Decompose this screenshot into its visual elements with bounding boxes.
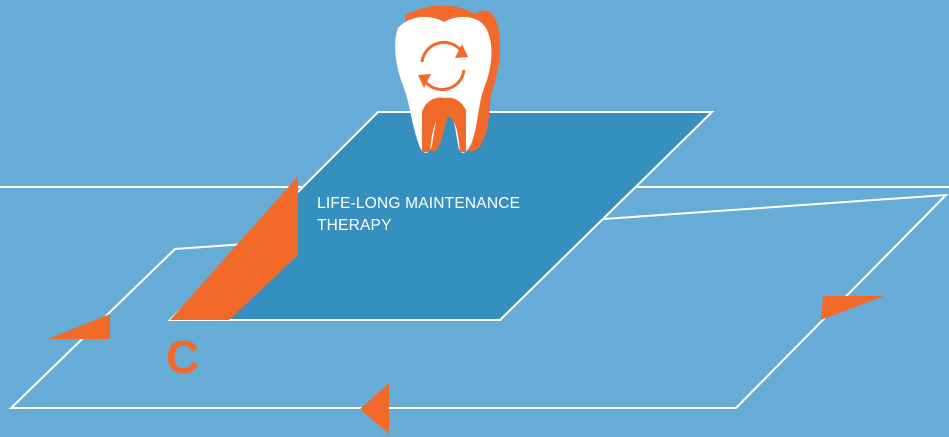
platform-side-wall: [170, 176, 298, 320]
step-label: LIFE-LONG MAINTENANCE THERAPY: [317, 193, 607, 237]
tooth-maintenance-icon: [395, 5, 500, 153]
step-label-line-1: LIFE-LONG MAINTENANCE: [317, 195, 521, 212]
outer-cycle-parallelogram: [8, 193, 949, 409]
arrow-bottom-icon: [360, 383, 389, 434]
step-letter: C: [166, 331, 200, 383]
arrow-left-icon: [48, 314, 110, 339]
arrow-right-icon: [821, 296, 884, 320]
step-label-line-2: THERAPY: [317, 217, 392, 234]
